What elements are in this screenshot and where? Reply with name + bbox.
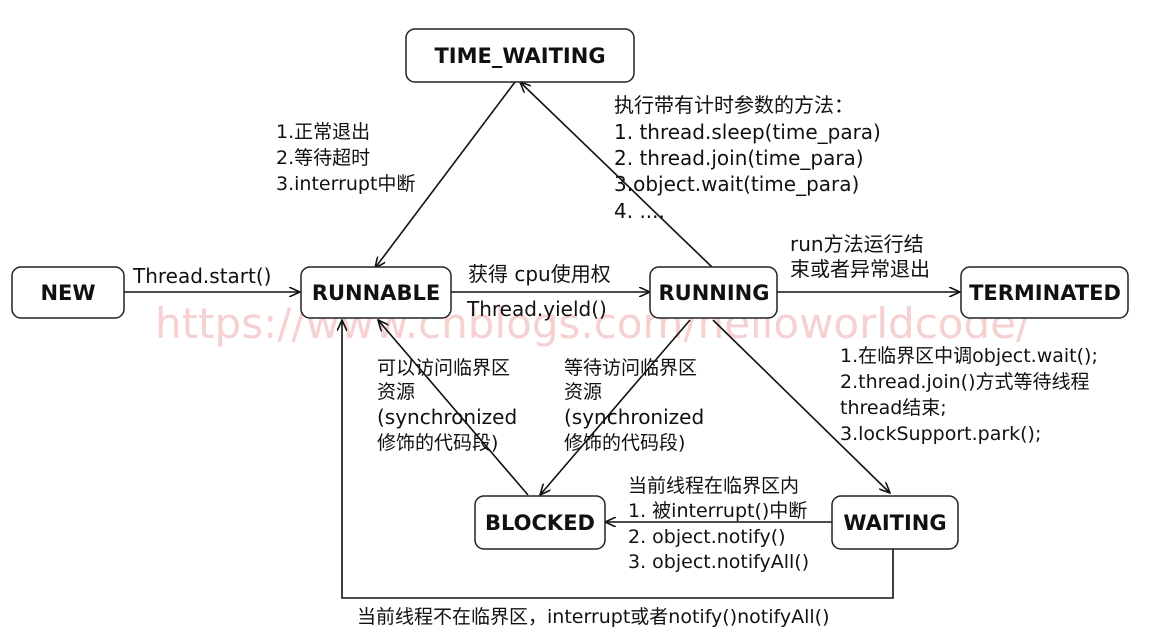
svg-text:1.正常退出: 1.正常退出: [276, 121, 370, 143]
svg-text:3.lockSupport.park();: 3.lockSupport.park();: [840, 423, 1041, 445]
svg-text:2.thread.join()方式等待线程: 2.thread.join()方式等待线程: [840, 371, 1090, 393]
svg-text:修饰的代码段): 修饰的代码段): [377, 432, 498, 454]
label-running-to-runnable: Thread.yield(): [466, 297, 607, 321]
svg-text:1. thread.sleep(time_para): 1. thread.sleep(time_para): [614, 120, 881, 144]
edge-waiting-to-runnable: [342, 320, 894, 599]
svg-text:修饰的代码段): 修饰的代码段): [564, 432, 685, 454]
svg-text:资源: 资源: [564, 381, 602, 403]
state-new-box: [11, 266, 125, 319]
svg-text:run方法运行结: run方法运行结: [790, 232, 924, 256]
state-time-waiting: TIME_WAITING: [434, 44, 605, 68]
svg-text:thread结束;: thread结束;: [840, 397, 947, 419]
label-running-to-waiting: 1.在临界区中调object.wait(); 2.thread.join()方式…: [840, 345, 1098, 445]
state-waiting: WAITING: [843, 511, 946, 535]
svg-text:当前线程在临界区内: 当前线程在临界区内: [628, 475, 799, 497]
svg-text:等待访问临界区: 等待访问临界区: [564, 357, 697, 379]
state-runnable: RUNNABLE: [312, 281, 440, 305]
svg-text:3.object.wait(time_para): 3.object.wait(time_para): [614, 172, 859, 196]
svg-text:2.等待超时: 2.等待超时: [276, 147, 370, 169]
label-new-to-runnable: Thread.start(): [132, 264, 271, 288]
state-terminated: TERMINATED: [969, 281, 1121, 305]
label-waiting-to-runnable: 当前线程不在临界区，interrupt或者notify()notifyAll(): [357, 606, 830, 628]
svg-text:执行带有计时参数的方法：: 执行带有计时参数的方法：: [614, 93, 854, 117]
label-runnable-to-running: 获得 cpu使用权: [468, 262, 611, 286]
state-running: RUNNING: [659, 281, 770, 305]
state-running-box: [649, 266, 778, 319]
svg-text:资源: 资源: [377, 381, 415, 403]
svg-text:2. object.notify(): 2. object.notify(): [628, 526, 786, 548]
svg-text:2. thread.join(time_para): 2. thread.join(time_para): [614, 146, 864, 170]
svg-text:3.interrupt中断: 3.interrupt中断: [276, 173, 415, 195]
svg-text:可以访问临界区: 可以访问临界区: [377, 357, 510, 379]
state-runnable-box: [300, 266, 452, 319]
edge-running-to-time-waiting: [520, 82, 714, 269]
state-waiting-box: [831, 495, 959, 550]
label-running-to-terminated: run方法运行结 束或者异常退出: [790, 232, 930, 281]
edge-running-to-waiting: [712, 319, 890, 493]
label-blocked-to-runnable: 可以访问临界区 资源 (synchronized 修饰的代码段): [377, 357, 517, 454]
svg-text:3. object.notifyAll(): 3. object.notifyAll(): [628, 551, 809, 573]
label-waiting-to-blocked: 当前线程在临界区内 1. 被interrupt()中断 2. object.no…: [628, 475, 809, 573]
state-blocked-box: [474, 495, 606, 550]
svg-text:1. 被interrupt()中断: 1. 被interrupt()中断: [628, 500, 807, 522]
svg-text:4. ....: 4. ....: [614, 199, 665, 223]
label-running-to-blocked: 等待访问临界区 资源 (synchronized 修饰的代码段): [564, 357, 704, 454]
edge-time-waiting-to-runnable: [375, 81, 516, 268]
svg-text:束或者异常退出: 束或者异常退出: [790, 257, 930, 281]
svg-text:(synchronized: (synchronized: [564, 405, 704, 429]
state-terminated-box: [960, 266, 1129, 319]
label-running-to-time-waiting: 执行带有计时参数的方法： 1. thread.sleep(time_para) …: [614, 93, 881, 223]
state-time-waiting-box: [405, 28, 635, 83]
edge-running-to-blocked: [540, 319, 691, 495]
label-time-waiting-to-runnable: 1.正常退出 2.等待超时 3.interrupt中断: [276, 121, 415, 195]
edge-blocked-to-runnable: [378, 320, 529, 496]
svg-text:(synchronized: (synchronized: [377, 405, 517, 429]
svg-text:1.在临界区中调object.wait();: 1.在临界区中调object.wait();: [840, 345, 1098, 367]
state-new: NEW: [40, 281, 95, 305]
state-blocked: BLOCKED: [485, 511, 595, 535]
